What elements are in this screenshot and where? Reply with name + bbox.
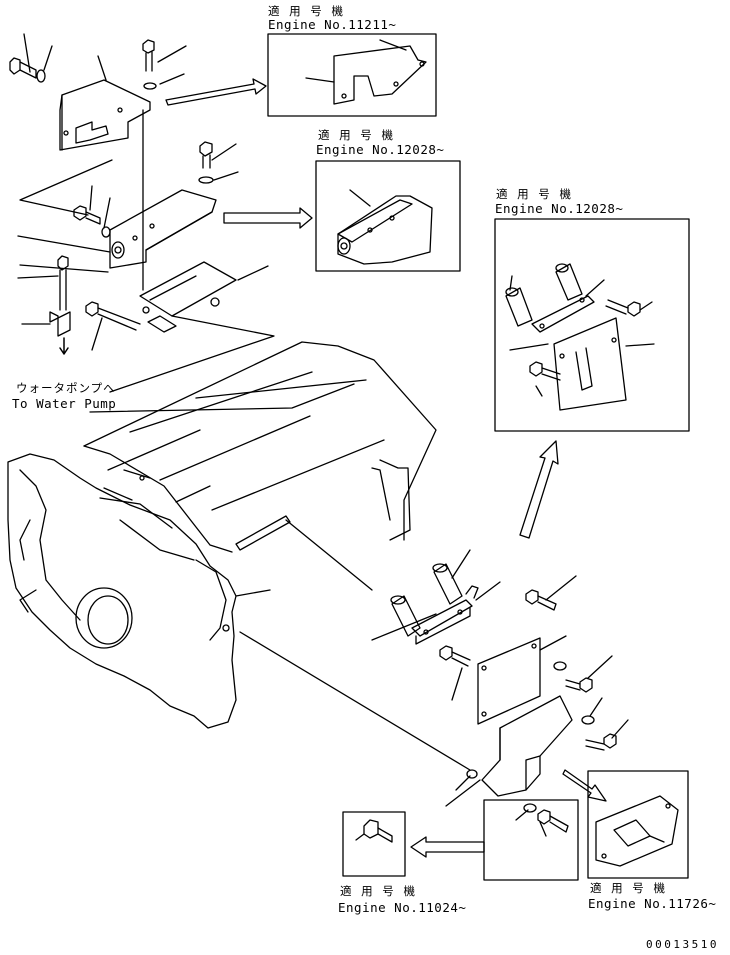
inset-washer-bolt — [483, 799, 579, 881]
arrow-to-11024 — [410, 836, 485, 858]
middle-bracket-assembly — [17, 141, 275, 393]
inset-12028b-engine-label: Engine No.12028~ — [495, 201, 624, 216]
inset-11726-applicable-label: 適 用 号 機 — [590, 881, 668, 895]
drawing-id: 00013510 — [646, 938, 719, 951]
arrow-to-12028a — [223, 207, 313, 229]
inset-12028b-applicable-label: 適 用 号 機 — [496, 187, 574, 201]
inset-11024-engine-label: Engine No.11024~ — [338, 900, 467, 915]
inset-12028a-part — [337, 189, 433, 265]
arrow-to-12028b — [519, 440, 559, 539]
arrow-to-11726 — [562, 769, 607, 802]
inset-11211-engine-label: Engine No.11211~ — [268, 17, 397, 32]
water-pump-label-en: To Water Pump — [12, 396, 117, 411]
inset-11726-part — [595, 795, 679, 867]
inset-frame-12028b — [494, 218, 690, 432]
inset-12028b-part — [505, 263, 655, 411]
inset-12028a-applicable-label: 適 用 号 機 — [318, 128, 396, 142]
inset-11211-applicable-label: 適 用 号 機 — [268, 4, 346, 18]
inset-11024-applicable-label: 適 用 号 機 — [340, 884, 418, 898]
lower-bracket-assembly — [371, 549, 629, 807]
inset-11211-part — [305, 39, 427, 105]
arrow-to-11211 — [165, 78, 267, 106]
upper-bracket-assembly — [9, 33, 187, 291]
inset-frame-12028a — [315, 160, 461, 272]
water-pump-label-jp: ウォータポンプへ — [16, 381, 116, 395]
inset-frame-11726 — [587, 770, 689, 879]
inset-frame-11024 — [342, 811, 406, 877]
inset-12028a-engine-label: Engine No.12028~ — [316, 142, 445, 157]
inset-11726-engine-label: Engine No.11726~ — [588, 896, 717, 911]
engine-block — [7, 341, 471, 771]
inset-11024-part — [355, 819, 393, 843]
inset-frame-11211 — [267, 33, 437, 117]
